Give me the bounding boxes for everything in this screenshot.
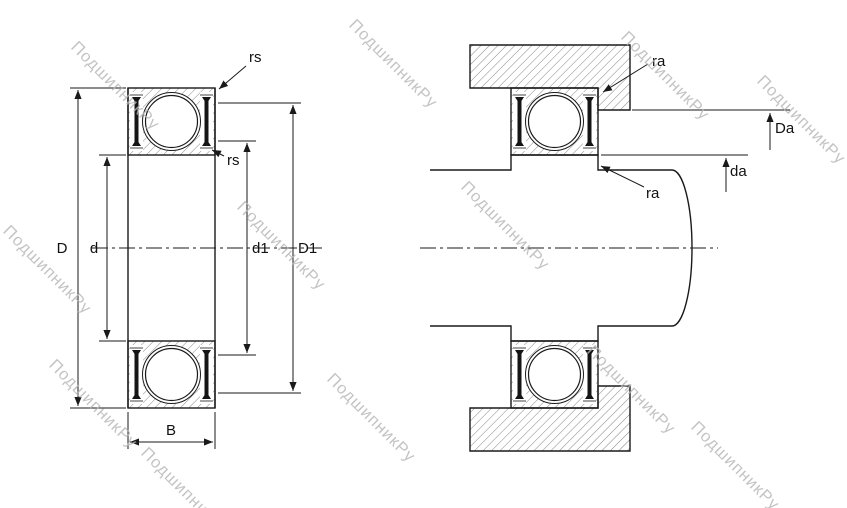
bearing-cross-section-bottom <box>127 340 216 409</box>
dim-label-D: D <box>57 240 68 257</box>
dim-label-rs-inner: rs <box>227 152 240 169</box>
dim-label-ra-housing: ra <box>652 53 666 70</box>
dim-label-D1: D1 <box>298 240 317 257</box>
shaft-end-curve <box>671 169 693 327</box>
dimension-D1: D1 <box>218 102 317 394</box>
dim-label-d: d <box>90 240 98 257</box>
callout-rs-outer: rs <box>218 49 262 90</box>
dim-label-d1: d1 <box>252 240 269 257</box>
dimension-D: D <box>57 87 126 409</box>
bearing-cross-section-bottom <box>510 340 599 409</box>
dim-label-da: da <box>730 163 747 180</box>
dim-label-B: B <box>166 422 176 439</box>
dimension-d1: d1 <box>218 140 269 356</box>
bearing-cross-section-top <box>510 87 599 156</box>
callout-rs-inner: rs <box>211 149 240 169</box>
bearing-cross-section-top <box>127 87 216 156</box>
leader-line <box>211 149 225 158</box>
leader-line <box>602 63 649 93</box>
callout-ra-shaft: ra <box>600 165 660 202</box>
dim-label-ra-shaft: ra <box>646 185 660 202</box>
dimension-Da: Da <box>632 109 795 150</box>
mounted-view: ra ra Da da <box>420 44 795 452</box>
dimension-d: d <box>90 154 126 342</box>
dimension-B: B <box>127 412 216 449</box>
dimension-da: da <box>601 154 748 192</box>
leader-line <box>600 165 645 188</box>
dim-label-rs-outer: rs <box>249 49 262 66</box>
front-view: D d d1 D1 <box>57 49 322 449</box>
callout-ra-housing: ra <box>602 53 666 93</box>
leader-line <box>218 65 247 90</box>
dim-label-Da: Da <box>775 120 795 137</box>
